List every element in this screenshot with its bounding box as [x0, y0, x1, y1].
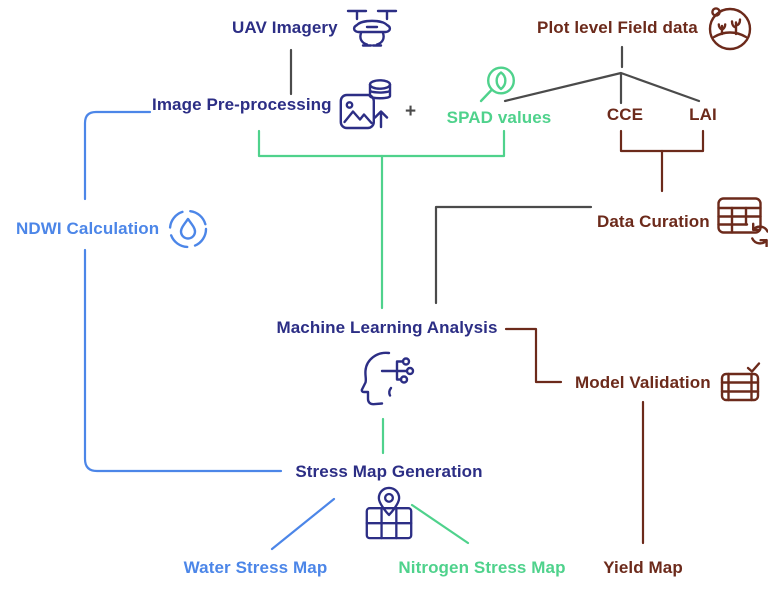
node-plot-level-field-data: Plot level Field data: [537, 4, 753, 52]
node-cce: CCE: [602, 105, 648, 125]
data-curation-label: Data Curation: [597, 212, 710, 231]
node-ndwi-calculation: NDWI Calculation: [16, 206, 210, 252]
plot-level-field-data-label: Plot level Field data: [537, 18, 698, 37]
drone-icon: [346, 9, 397, 47]
node-data-curation: Data Curation: [597, 197, 768, 247]
node-uav-imagery: UAV Imagery: [232, 6, 399, 50]
water-stress-map-label: Water Stress Map: [183, 558, 328, 577]
edge-ndwi-to-stressmap: [83, 248, 283, 473]
edge-cce-lai-bracket: [619, 129, 705, 153]
table-check-icon: [720, 362, 760, 402]
node-water-stress-map: Water Stress Map: [183, 558, 328, 578]
yield-map-label: Yield Map: [603, 558, 683, 577]
plus-operator-label: +: [405, 101, 417, 122]
node-yield-map: Yield Map: [599, 558, 687, 578]
map-pin-icon: [365, 486, 413, 540]
image-database-upload-icon: [339, 79, 391, 130]
table-sync-icon: [717, 197, 768, 247]
stress-map-generation-label: Stress Map Generation: [295, 462, 483, 481]
image-preprocessing-label: Image Pre-processing: [152, 95, 332, 114]
node-nitrogen-stress-map: Nitrogen Stress Map: [398, 558, 566, 578]
lai-label: LAI: [689, 105, 717, 124]
cce-label: CCE: [606, 105, 644, 124]
spad-values-label: SPAD values: [446, 108, 552, 127]
ai-head-circuit-icon: [360, 351, 415, 406]
node-image-preprocessing: Image Pre-processing: [152, 78, 397, 132]
edge-datacuration-to-ml: [434, 205, 593, 305]
model-validation-label: Model Validation: [575, 373, 711, 392]
water-drop-icon: [169, 209, 208, 249]
node-stress-map-generation: Stress Map Generation: [291, 462, 487, 542]
plus-operator: +: [405, 101, 416, 123]
node-model-validation: Model Validation: [575, 360, 764, 406]
edge-preprocessing-to-ndwi: [83, 110, 152, 201]
ndwi-calculation-label: NDWI Calculation: [16, 219, 160, 238]
field-plants-icon: [708, 7, 752, 51]
node-spad-values: SPAD values: [443, 64, 555, 128]
edge-inputs-bracket: [257, 129, 506, 158]
uav-imagery-label: UAV Imagery: [232, 18, 338, 37]
node-lai: LAI: [681, 105, 725, 125]
machine-learning-analysis-label: Machine Learning Analysis: [276, 318, 498, 337]
node-machine-learning-analysis: Machine Learning Analysis: [276, 318, 497, 410]
edge-ml-to-modelvalidation: [504, 327, 563, 384]
leaf-magnifier-icon: [479, 66, 516, 103]
nitrogen-stress-map-label: Nitrogen Stress Map: [398, 558, 566, 577]
